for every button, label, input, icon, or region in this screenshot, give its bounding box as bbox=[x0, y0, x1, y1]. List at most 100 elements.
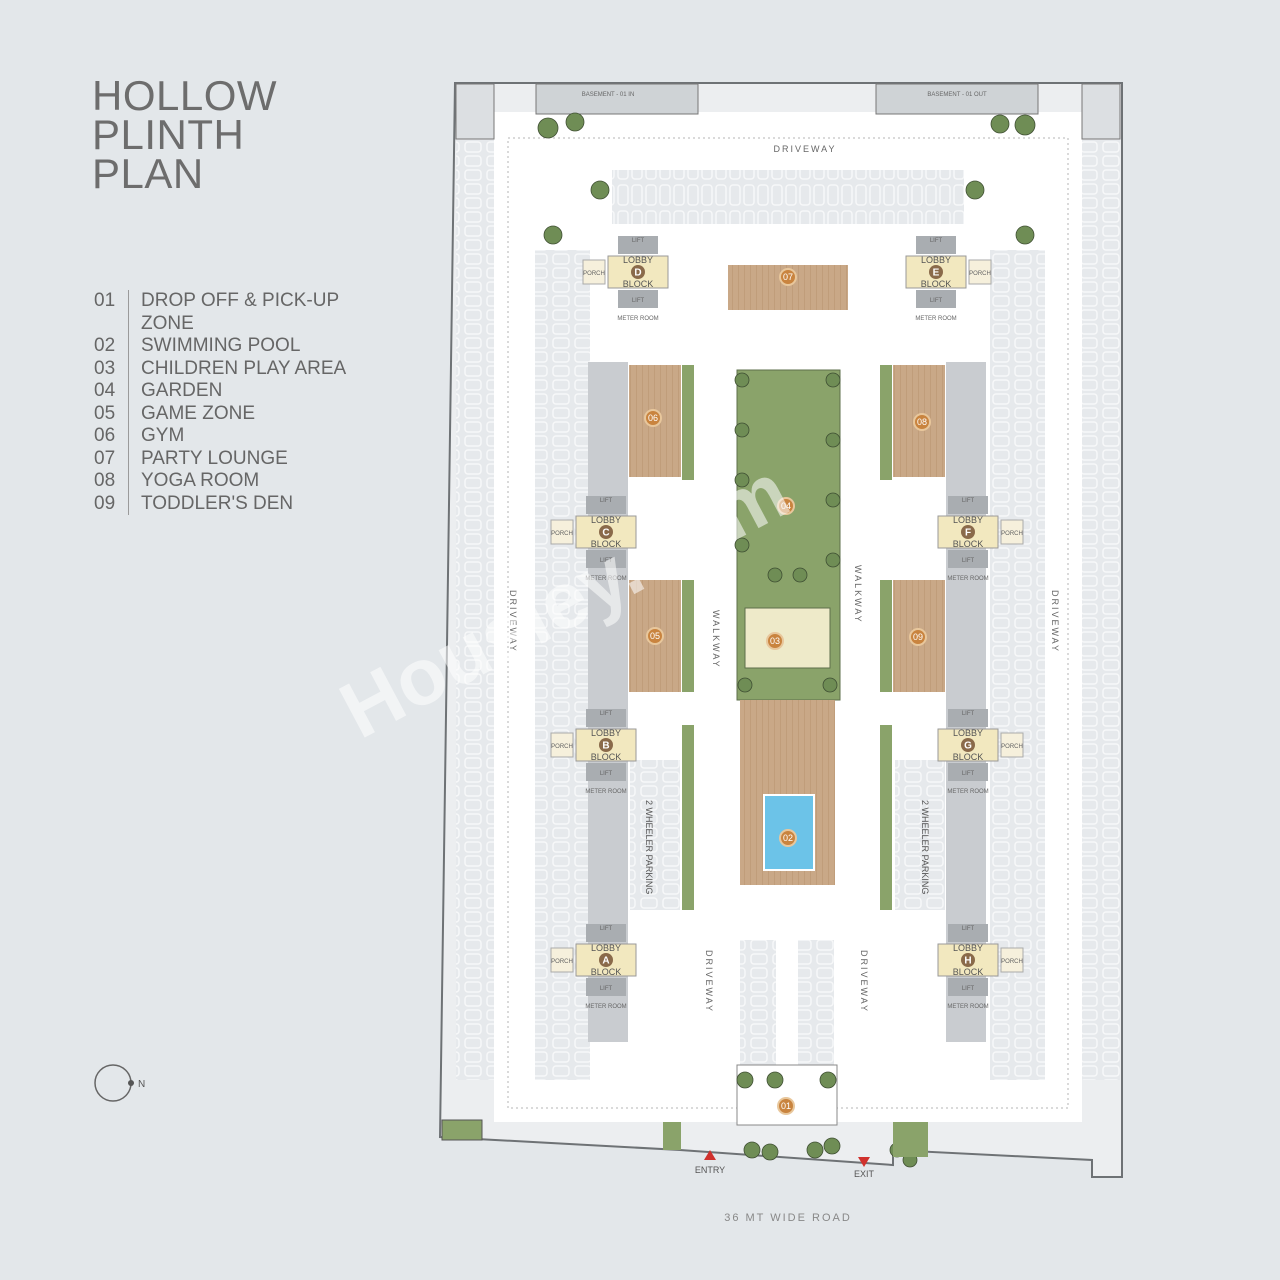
meter-room-label: METER ROOM bbox=[585, 576, 626, 582]
amenity-badge bbox=[646, 627, 664, 645]
driveway-label-bottom-right: DRIVEWAY bbox=[859, 950, 869, 1013]
porch-label: PORCH bbox=[551, 531, 573, 537]
porch bbox=[550, 519, 574, 545]
amenity-marker-03: 03 bbox=[766, 632, 784, 650]
legend-number: 01 bbox=[94, 290, 116, 311]
block-letter: D bbox=[634, 268, 641, 279]
amenity-marker-07: 07 bbox=[779, 268, 797, 286]
porch bbox=[1000, 519, 1024, 545]
meter-room-label: METER ROOM bbox=[585, 789, 626, 795]
road-label: 36 MT WIDE ROAD bbox=[724, 1212, 852, 1224]
lift-label: LIFT bbox=[600, 926, 613, 932]
block-badge bbox=[599, 525, 613, 539]
lift-label: LIFT bbox=[962, 558, 975, 564]
planter-right-2 bbox=[880, 580, 892, 692]
legend-label: GARDEN bbox=[128, 380, 371, 403]
amenity-number: 02 bbox=[783, 833, 793, 843]
lobby-label: LOBBY bbox=[623, 255, 653, 265]
legend-number: 09 bbox=[94, 492, 116, 514]
block-badge bbox=[631, 265, 645, 279]
lobby-label: LOBBY bbox=[591, 728, 621, 738]
meter-room-label: METER ROOM bbox=[947, 1004, 988, 1010]
block-letter: B bbox=[602, 741, 609, 752]
legend-item: 09 TODDLER'S DEN bbox=[94, 492, 371, 515]
basement-out-label: BASEMENT - 01 OUT bbox=[927, 92, 987, 98]
garden-strip-bottom-left bbox=[441, 1119, 483, 1141]
planter-left-2 bbox=[682, 580, 694, 692]
lobby-label: LOBBY bbox=[591, 515, 621, 525]
lift bbox=[948, 763, 988, 781]
lift bbox=[586, 924, 626, 942]
perimeter-parking-left bbox=[456, 140, 494, 1080]
legend-label: YOGA ROOM bbox=[128, 470, 371, 493]
compass-label: N bbox=[138, 1079, 145, 1090]
lift-label: LIFT bbox=[600, 498, 613, 504]
block-letter: H bbox=[964, 956, 971, 967]
amenity-badge bbox=[777, 1097, 795, 1115]
block-badge bbox=[961, 525, 975, 539]
parking-bottom-right bbox=[798, 940, 834, 1070]
amenity-badge bbox=[644, 409, 662, 427]
driveway-label-left: DRIVEWAY bbox=[508, 590, 518, 653]
meter-room-label: METER ROOM bbox=[947, 789, 988, 795]
amenity-marker-04: 04 bbox=[777, 497, 795, 515]
title-line-1: HOLLOW bbox=[92, 72, 278, 119]
title-line-3: PLAN bbox=[92, 150, 204, 197]
two-wheeler-label-right: 2 WHEELER PARKING bbox=[920, 800, 930, 894]
legend-label: GAME ZONE bbox=[128, 402, 371, 425]
block-label: BLOCK bbox=[591, 967, 622, 977]
legend-number: 03 bbox=[94, 357, 116, 379]
lobby-label: LOBBY bbox=[953, 943, 983, 953]
meter-room-label: METER ROOM bbox=[585, 1004, 626, 1010]
lift bbox=[916, 236, 956, 254]
legend-label: TODDLER'S DEN bbox=[128, 492, 371, 515]
lift bbox=[948, 550, 988, 568]
amenity-badge bbox=[779, 268, 797, 286]
lift bbox=[948, 709, 988, 727]
title-line-2: PLINTH bbox=[92, 111, 245, 158]
lift-label: LIFT bbox=[962, 771, 975, 777]
lift-label: LIFT bbox=[600, 711, 613, 717]
lobby-label: LOBBY bbox=[921, 255, 951, 265]
block-label: BLOCK bbox=[953, 752, 984, 762]
amenity-badge bbox=[777, 497, 795, 515]
porch-label: PORCH bbox=[1001, 744, 1023, 750]
lift bbox=[586, 709, 626, 727]
amenity-marker-06: 06 bbox=[644, 409, 662, 427]
planter-left bbox=[682, 365, 694, 480]
perimeter-parking-right bbox=[1082, 140, 1120, 1080]
porch bbox=[968, 259, 992, 285]
amenity-number: 01 bbox=[781, 1101, 791, 1111]
parking-left bbox=[535, 250, 590, 1080]
lift-label: LIFT bbox=[930, 238, 943, 244]
service-room-left bbox=[455, 83, 495, 140]
amenity-marker-05: 05 bbox=[646, 627, 664, 645]
amenity-number: 03 bbox=[770, 636, 780, 646]
porch-label: PORCH bbox=[551, 959, 573, 965]
parking-right-inner bbox=[895, 760, 945, 910]
amenity-badge bbox=[913, 413, 931, 431]
lift-label: LIFT bbox=[632, 298, 645, 304]
lobby-label: LOBBY bbox=[953, 515, 983, 525]
block-letter: F bbox=[965, 528, 971, 539]
lift bbox=[618, 236, 658, 254]
lift bbox=[916, 290, 956, 308]
legend-number: 06 bbox=[94, 425, 116, 446]
block-letter: E bbox=[933, 268, 940, 279]
lift-label: LIFT bbox=[600, 986, 613, 992]
